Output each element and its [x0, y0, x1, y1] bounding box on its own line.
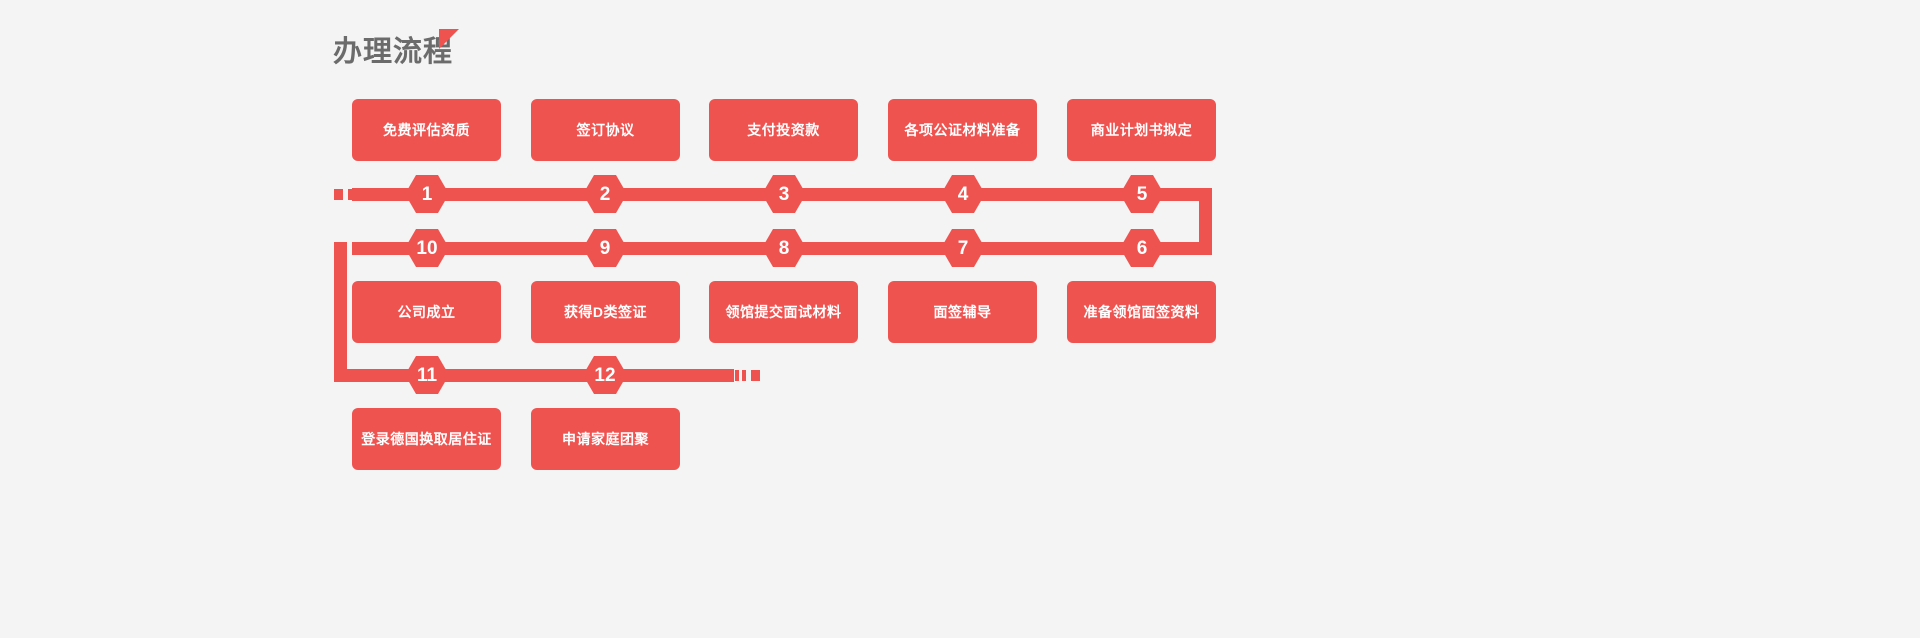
- flow-step-box[interactable]: 准备领馆面签资料: [1067, 281, 1216, 343]
- page-title: 办理流程: [333, 29, 459, 74]
- line-start-dashes-icon: [355, 189, 359, 200]
- flow-step-box[interactable]: 登录德国换取居住证: [352, 408, 501, 470]
- line-end-dashes-icon: [735, 370, 739, 381]
- connector-left-turn: [334, 242, 347, 370]
- step-marker-hexagon[interactable]: 2: [583, 175, 627, 213]
- flow-step-box[interactable]: 面签辅导: [888, 281, 1037, 343]
- line-start-dashes-icon: [334, 189, 343, 200]
- step-marker-hexagon[interactable]: 3: [762, 175, 806, 213]
- connector-right-turn: [1199, 188, 1212, 255]
- flow-step-box[interactable]: 商业计划书拟定: [1067, 99, 1216, 161]
- flow-step-box[interactable]: 各项公证材料准备: [888, 99, 1037, 161]
- step-marker-hexagon[interactable]: 10: [405, 229, 449, 267]
- page-title-text: 办理流程: [333, 36, 454, 68]
- step-marker-hexagon[interactable]: 11: [405, 356, 449, 394]
- step-marker-hexagon[interactable]: 8: [762, 229, 806, 267]
- line-end-dashes-icon: [742, 370, 746, 381]
- flow-step-box[interactable]: 获得D类签证: [531, 281, 680, 343]
- flow-step-box[interactable]: 申请家庭团聚: [531, 408, 680, 470]
- triangle-accent-icon: [439, 29, 459, 49]
- step-marker-hexagon[interactable]: 4: [941, 175, 985, 213]
- line-start-dashes-icon: [362, 189, 366, 200]
- flow-step-box[interactable]: 公司成立: [352, 281, 501, 343]
- step-marker-hexagon[interactable]: 9: [583, 229, 627, 267]
- step-marker-hexagon[interactable]: 6: [1120, 229, 1164, 267]
- flow-step-box[interactable]: 领馆提交面试材料: [709, 281, 858, 343]
- flow-step-box[interactable]: 签订协议: [531, 99, 680, 161]
- step-marker-hexagon[interactable]: 1: [405, 175, 449, 213]
- step-marker-hexagon[interactable]: 5: [1120, 175, 1164, 213]
- line-end-dashes-icon: [751, 370, 760, 381]
- line-start-dashes-icon: [348, 189, 352, 200]
- connector-line-row3: [334, 369, 734, 382]
- flow-step-box[interactable]: 支付投资款: [709, 99, 858, 161]
- line-end-dashes-icon: [728, 370, 732, 381]
- flow-step-box[interactable]: 免费评估资质: [352, 99, 501, 161]
- step-marker-hexagon[interactable]: 7: [941, 229, 985, 267]
- step-marker-hexagon[interactable]: 12: [583, 356, 627, 394]
